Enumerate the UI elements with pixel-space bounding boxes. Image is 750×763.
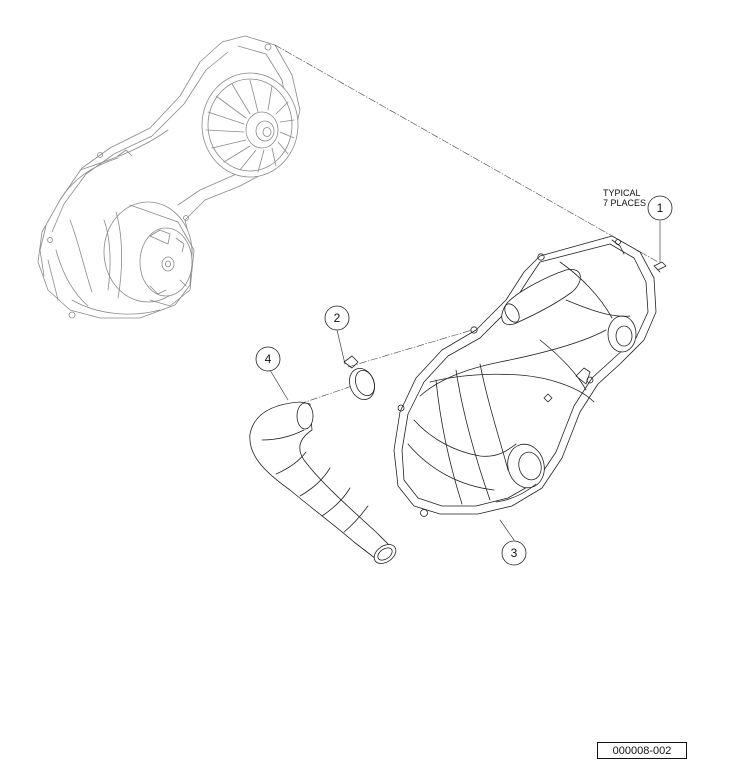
callout-1: 1 <box>647 195 673 221</box>
callout-2: 2 <box>324 305 350 331</box>
callout-leaders <box>269 220 661 541</box>
callout-4-label: 4 <box>265 352 272 366</box>
callout-2-label: 2 <box>334 311 341 325</box>
air-intake-duct-part <box>249 401 397 564</box>
hose-clamp-part <box>343 355 375 400</box>
screw-part <box>653 261 667 273</box>
note-places: 7 PLACES <box>603 198 646 208</box>
callout-1-label: 1 <box>657 201 664 215</box>
callout-3: 3 <box>501 540 527 566</box>
cvt-inner-housing <box>37 35 301 319</box>
drive-clutch-pulley <box>201 72 299 178</box>
drawing-reference-id: 000008-002 <box>597 742 687 759</box>
driven-clutch-pulley <box>103 201 195 307</box>
note-typical: TYPICAL <box>603 188 641 198</box>
callout-3-label: 3 <box>511 546 518 560</box>
callout-4: 4 <box>255 346 281 372</box>
leader-lines <box>274 44 659 409</box>
drawing-reference-text: 000008-002 <box>612 745 672 757</box>
cvt-outer-cover-part <box>393 235 657 517</box>
